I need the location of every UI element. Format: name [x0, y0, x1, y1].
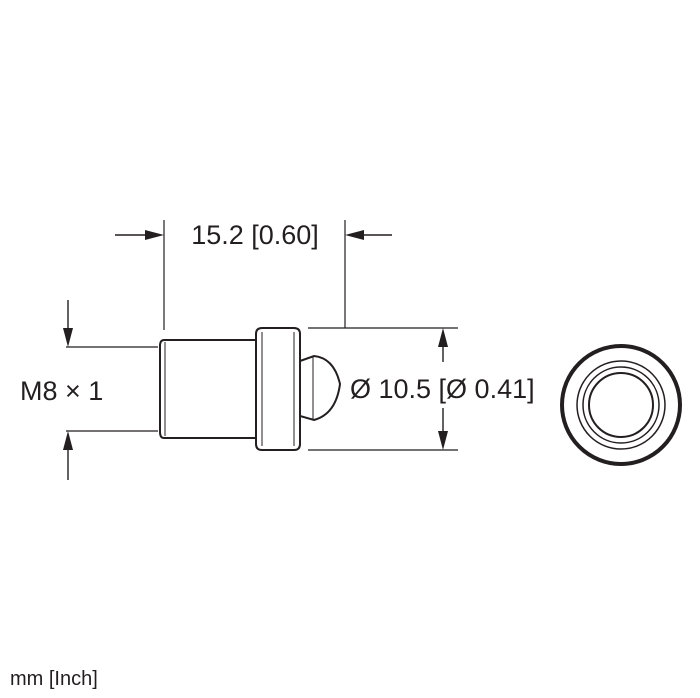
units-note: mm [Inch] — [10, 668, 98, 690]
thread-arrow-top — [63, 328, 73, 347]
diameter-arrow-bottom — [438, 431, 448, 450]
length-dimension-label: 15.2 [0.60] — [191, 220, 319, 250]
dome-tip — [299, 354, 342, 422]
part-side-view — [159, 327, 342, 451]
end-view-outer-ring — [560, 344, 682, 466]
thread-dimension: M8 × 1 — [20, 300, 158, 480]
length-arrow-right — [345, 230, 364, 240]
diameter-dimension-label: Ø 10.5 [Ø 0.41] — [350, 374, 535, 404]
length-arrow-left — [145, 230, 164, 240]
end-view-dome-outer — [582, 366, 660, 444]
threaded-shank — [159, 339, 257, 439]
part-end-view — [560, 344, 682, 466]
diameter-dimension: Ø 10.5 [Ø 0.41] — [308, 327, 535, 451]
end-view-dome-inner — [588, 372, 654, 438]
thread-arrow-bottom — [63, 431, 73, 450]
thread-dimension-label: M8 × 1 — [20, 376, 103, 406]
head-flange — [255, 327, 301, 451]
end-view-flange-edge — [576, 360, 666, 450]
diameter-arrow-top — [438, 328, 448, 347]
length-dimension: 15.2 [0.60] — [115, 220, 392, 330]
